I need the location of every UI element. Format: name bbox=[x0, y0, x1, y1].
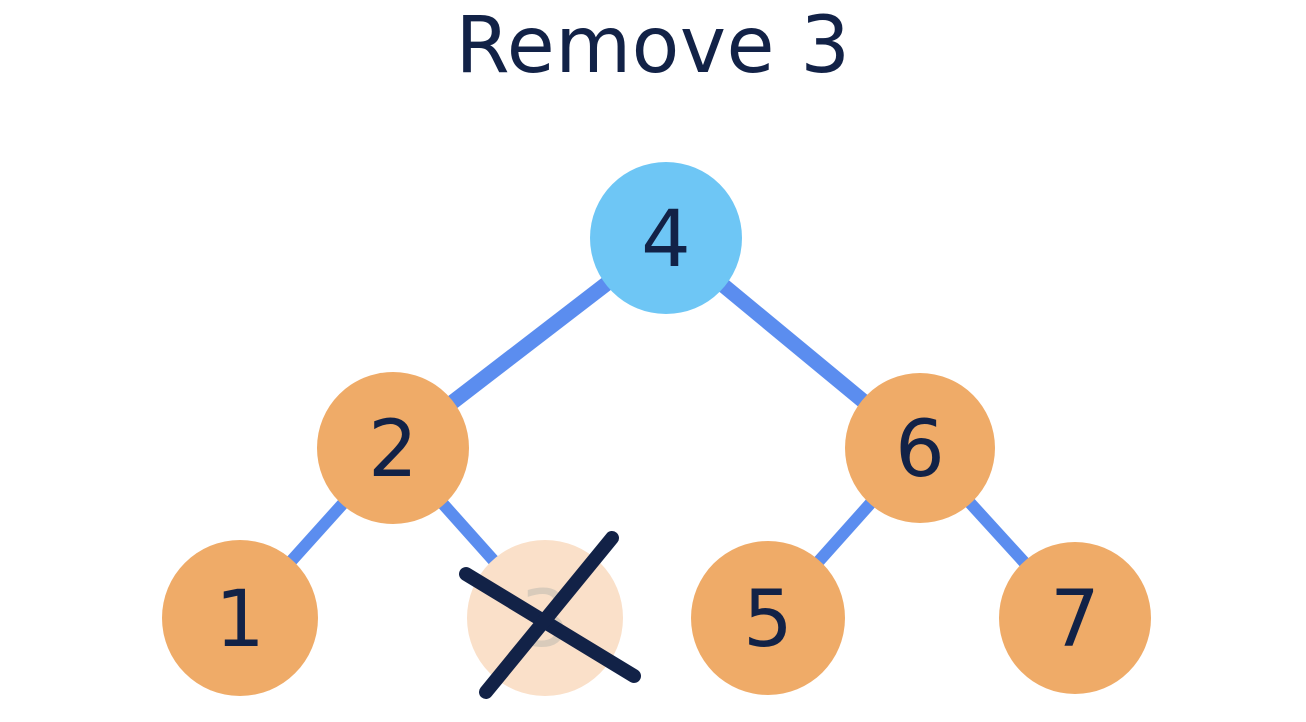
tree-node-4[interactable]: 4 bbox=[590, 162, 742, 314]
tree-node-label-2: 2 bbox=[368, 405, 418, 495]
tree-node-7[interactable]: 7 bbox=[999, 542, 1151, 694]
tree-node-circle-5[interactable] bbox=[691, 541, 845, 695]
tree-edge-6-5 bbox=[813, 498, 876, 567]
tree-node-2[interactable]: 2 bbox=[317, 372, 469, 524]
tree-edge-6-7 bbox=[964, 497, 1030, 568]
page-title: Remove 3 bbox=[455, 1, 851, 91]
edge-layer bbox=[286, 277, 1030, 568]
tree-node-label-1: 1 bbox=[215, 575, 265, 665]
tree-node-5[interactable]: 5 bbox=[691, 541, 845, 695]
tree-node-label-5: 5 bbox=[743, 575, 793, 665]
tree-node-circle-6[interactable] bbox=[845, 373, 995, 523]
node-layer: 4261357 bbox=[162, 162, 1151, 696]
tree-node-circle-1[interactable] bbox=[162, 540, 318, 696]
cross-stroke-1 bbox=[459, 567, 641, 683]
annotation-layer bbox=[459, 531, 641, 699]
tree-node-circle-2[interactable] bbox=[317, 372, 469, 524]
tree-node-6[interactable]: 6 bbox=[845, 373, 995, 523]
tree-node-label-7: 7 bbox=[1050, 575, 1100, 665]
tree-node-label-4: 4 bbox=[641, 195, 691, 285]
cross-stroke-2 bbox=[479, 531, 619, 699]
tree-node-circle-4[interactable] bbox=[590, 162, 742, 314]
tree-edge-4-2 bbox=[447, 277, 612, 409]
tree-node-label-6: 6 bbox=[895, 405, 945, 495]
tree-node-circle-7[interactable] bbox=[999, 542, 1151, 694]
tree-edge-2-3 bbox=[437, 499, 499, 566]
tree-node-1[interactable]: 1 bbox=[162, 540, 318, 696]
tree-edge-4-6 bbox=[718, 279, 869, 408]
removal-cross-icon bbox=[459, 531, 641, 699]
tree-edge-2-1 bbox=[286, 498, 348, 566]
